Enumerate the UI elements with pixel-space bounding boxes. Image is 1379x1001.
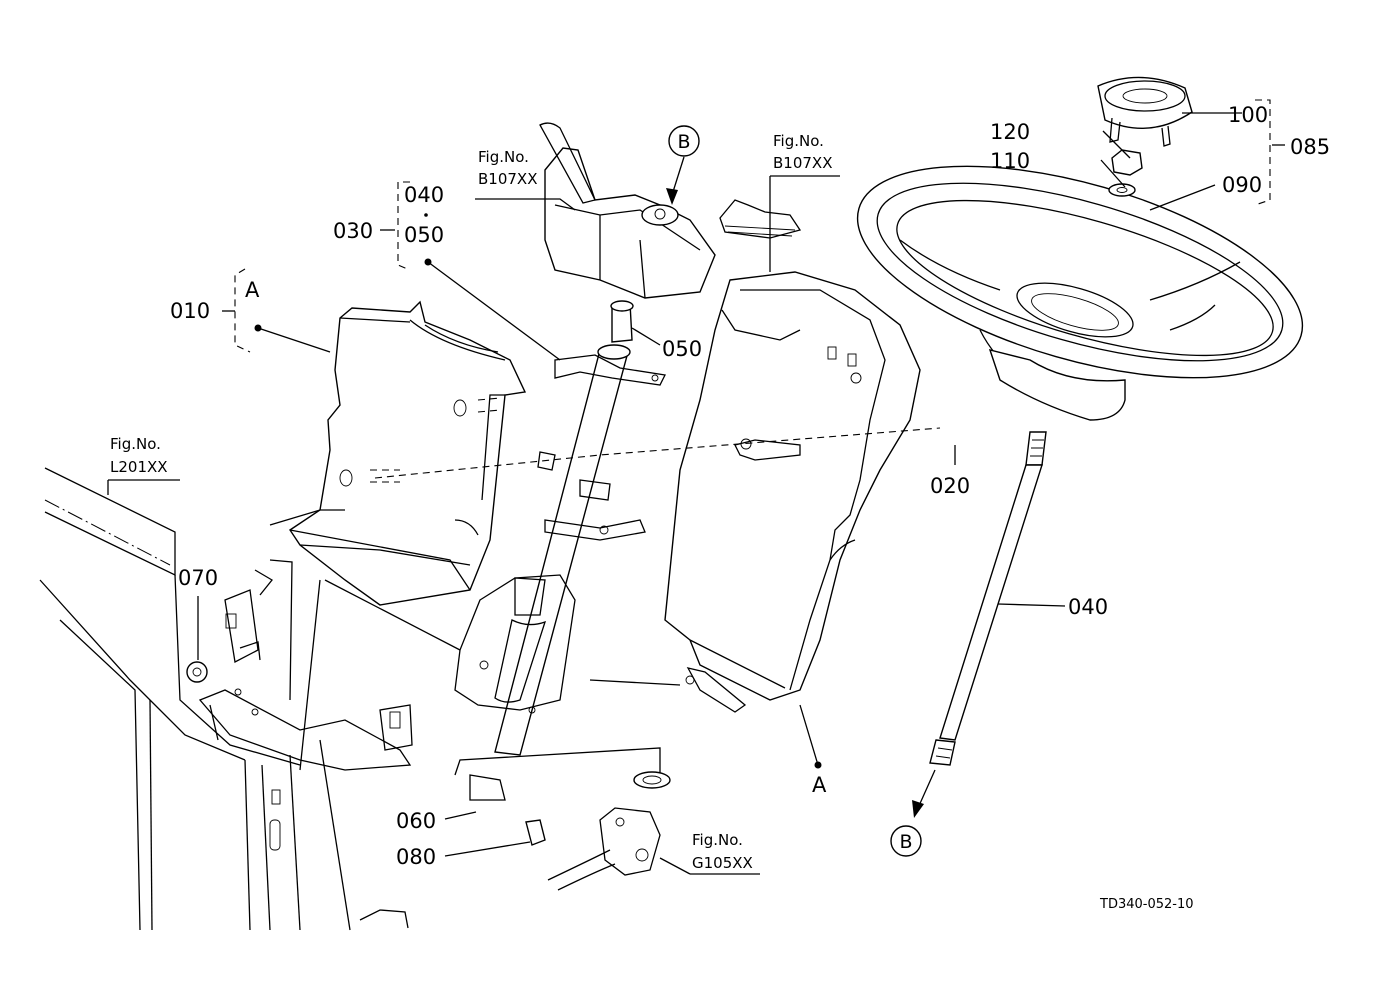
circled-refs: B B	[668, 125, 922, 857]
left-cover	[269, 300, 527, 606]
callout-060: 060	[396, 809, 436, 833]
circle-ref-b-top: B	[677, 131, 690, 153]
callout-120: 120	[990, 120, 1030, 144]
steering-wheel	[856, 165, 1304, 421]
callout-050-mid: 050	[662, 337, 702, 361]
callout-110: 110	[990, 149, 1030, 173]
fig-ref-3-title: Fig.No.	[110, 435, 161, 453]
callout-050-top: 050	[404, 223, 444, 247]
callout-040-shaft: 040	[1068, 595, 1108, 619]
fig-ref-2-code: B107XX	[773, 154, 832, 172]
switch-assembly	[539, 122, 802, 343]
fig-ref-1-title: Fig.No.	[478, 148, 529, 166]
callout-090: 090	[1222, 173, 1262, 197]
callout-020: 020	[930, 474, 970, 498]
right-cover	[664, 271, 921, 713]
callout-a-top: A	[245, 278, 260, 302]
callout-030: 030	[333, 219, 373, 243]
callout-dots	[254, 213, 822, 769]
circle-ref-b-bottom: B	[899, 831, 912, 853]
leader-lines	[107, 99, 1285, 875]
bullet-dot-icon	[424, 258, 432, 266]
fig-ref-2-title: Fig.No.	[773, 132, 824, 150]
fig-ref-4-title: Fig.No.	[692, 831, 743, 849]
callout-a-bottom: A	[812, 773, 827, 797]
drawing-code: TD340-052-10	[1099, 897, 1194, 912]
callout-085: 085	[1290, 135, 1330, 159]
callout-010: 010	[170, 299, 210, 323]
bullet-dot-icon	[424, 213, 428, 217]
fig-ref-4-code: G105XX	[692, 854, 753, 872]
callout-040-top: 040	[404, 183, 444, 207]
fig-ref-1-code: B107XX	[478, 170, 537, 188]
callout-labels: 010 A 030 040 050 050 070 060 080 A 020 …	[170, 103, 1330, 869]
bullet-dot-icon	[814, 761, 822, 769]
steering-shaft	[929, 431, 1047, 766]
callout-070: 070	[178, 566, 218, 590]
fig-ref-3-code: L201XX	[110, 458, 168, 476]
steering-cap-parts	[1097, 76, 1193, 197]
callout-100: 100	[1228, 103, 1268, 127]
universal-joint	[525, 771, 671, 891]
dash-frame	[39, 467, 461, 931]
callout-080: 080	[396, 845, 436, 869]
figure-references: Fig.No. B107XX Fig.No. B107XX Fig.No. L2…	[110, 132, 840, 872]
steering-column	[454, 344, 681, 801]
bullet-dot-icon	[254, 324, 262, 332]
